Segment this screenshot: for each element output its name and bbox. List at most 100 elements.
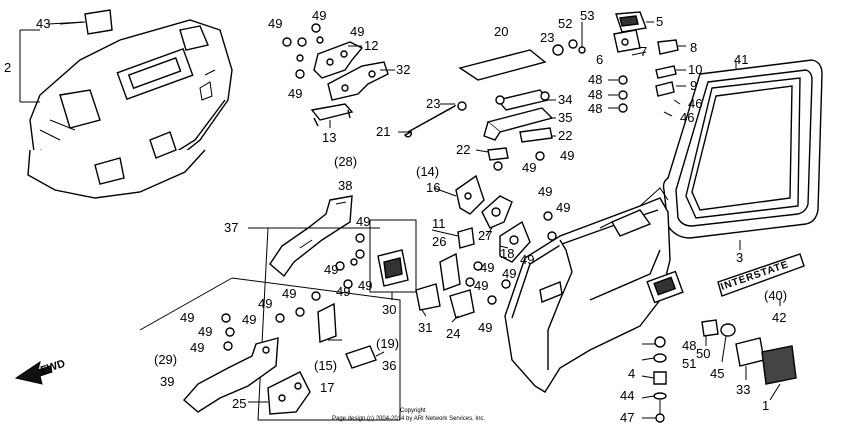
callout-46: 46: [688, 96, 702, 111]
callout-44: 44: [620, 388, 634, 403]
arm-39: [183, 337, 279, 413]
callout-48: 48: [588, 101, 602, 116]
callout-49: 49: [282, 286, 296, 301]
callout-49: 49: [336, 284, 350, 299]
callout-16: 16: [426, 180, 440, 195]
callout-35: 35: [558, 110, 572, 125]
callout-48: 48: [682, 338, 696, 353]
callout-30: 30: [382, 302, 396, 317]
callout-52: 52: [558, 16, 572, 31]
lid-3: [691, 85, 793, 211]
callout-2: 2: [4, 60, 11, 75]
copyright-title: Copyright: [400, 408, 426, 414]
bracket-34: [496, 89, 550, 111]
callout-49: 49: [268, 16, 282, 31]
leader-lines: [47, 21, 781, 419]
callout-5: 5: [656, 14, 663, 29]
callout-labels: 43 2 49 49 49 49 12 32 13 20 23 52 53 5 …: [4, 8, 787, 425]
callout-11: 11: [432, 216, 446, 231]
plate-22a: [519, 127, 553, 143]
callout-49: 49: [478, 320, 492, 335]
fwd-arrow: FWD: [14, 358, 67, 385]
emblem-40: INTERSTATE: [717, 253, 805, 297]
callout-6: 6: [596, 52, 603, 67]
callout-49: 49: [474, 278, 488, 293]
callout-37: 37: [224, 220, 238, 235]
nuts-49-bottom: [221, 291, 321, 351]
callout-8: 8: [690, 40, 697, 55]
callout-49: 49: [480, 260, 494, 275]
callout-49: 49: [258, 296, 272, 311]
callout-26: 26: [432, 234, 446, 249]
bracket-25: [267, 371, 311, 415]
callout-17: 17: [320, 380, 334, 395]
callout-32: 32: [396, 62, 410, 77]
callout-20: 20: [494, 24, 508, 39]
plate-12: [313, 41, 364, 79]
callout-49: 49: [288, 86, 302, 101]
callout-7: 7: [640, 44, 647, 59]
callout-49: 49: [358, 278, 372, 293]
cap-45: [720, 323, 736, 337]
callout-53: 53: [580, 8, 594, 23]
callout-25: 25: [232, 396, 246, 411]
bracket-26: [439, 252, 461, 291]
callout-42: 42: [772, 310, 786, 325]
callout-49: 49: [520, 252, 534, 267]
callout-49: 49: [180, 310, 194, 325]
callout-28: (28): [334, 154, 357, 169]
callout-49: 49: [350, 24, 364, 39]
callout-47: 47: [620, 410, 634, 425]
callout-12: 12: [364, 38, 378, 53]
callout-49: 49: [522, 160, 536, 175]
callout-40: (40): [764, 288, 787, 303]
callout-46: 46: [680, 110, 694, 125]
callout-36: 36: [382, 358, 396, 373]
callout-18: 18: [500, 246, 514, 261]
callout-22: 22: [558, 128, 572, 143]
callout-49: 49: [538, 184, 552, 199]
callout-49: 49: [198, 324, 212, 339]
callout-41: 41: [734, 52, 748, 67]
callout-50: 50: [696, 346, 710, 361]
callout-49: 49: [560, 148, 574, 163]
callout-31: 31: [418, 320, 432, 335]
callout-49: 49: [356, 214, 370, 229]
part-10: [655, 65, 677, 79]
bracket-31: [415, 283, 441, 311]
callout-23: 23: [426, 96, 440, 111]
callout-49: 49: [502, 266, 516, 281]
callout-33: 33: [736, 382, 750, 397]
callout-21: 21: [376, 124, 390, 139]
callout-9: 9: [690, 78, 697, 93]
copyright-line: Page design (c) 2004-2014 by ARI Network…: [332, 416, 485, 422]
callout-49: 49: [556, 200, 570, 215]
callout-45: 45: [710, 366, 724, 381]
saddlebag-main-drawing: [504, 187, 684, 393]
callout-14: (14): [416, 164, 439, 179]
callout-4: 4: [628, 366, 635, 381]
part-8: [657, 39, 679, 55]
fwd-label: FWD: [39, 358, 67, 377]
callout-29: (29): [154, 352, 177, 367]
callout-49: 49: [324, 262, 338, 277]
callout-49: 49: [312, 8, 326, 23]
nuts-49-top: [282, 23, 324, 79]
callout-27: 27: [478, 228, 492, 243]
callout-49: 49: [242, 312, 256, 327]
callout-1: 1: [762, 398, 769, 413]
nuts-49-middle: [335, 211, 557, 305]
callout-13: 13: [322, 130, 336, 145]
bottom-group-frame: [139, 277, 401, 420]
sticker-43: [84, 9, 113, 35]
pad-1: [761, 345, 797, 385]
plate-33: [735, 337, 765, 367]
plate-22b: [487, 147, 509, 161]
rubber-11: [457, 227, 475, 249]
callout-10: 10: [688, 62, 702, 77]
cover-20: [458, 49, 547, 81]
callout-22: 22: [456, 142, 470, 157]
saddlebag-top-drawing: [27, 19, 233, 199]
arm-38: [269, 195, 353, 278]
